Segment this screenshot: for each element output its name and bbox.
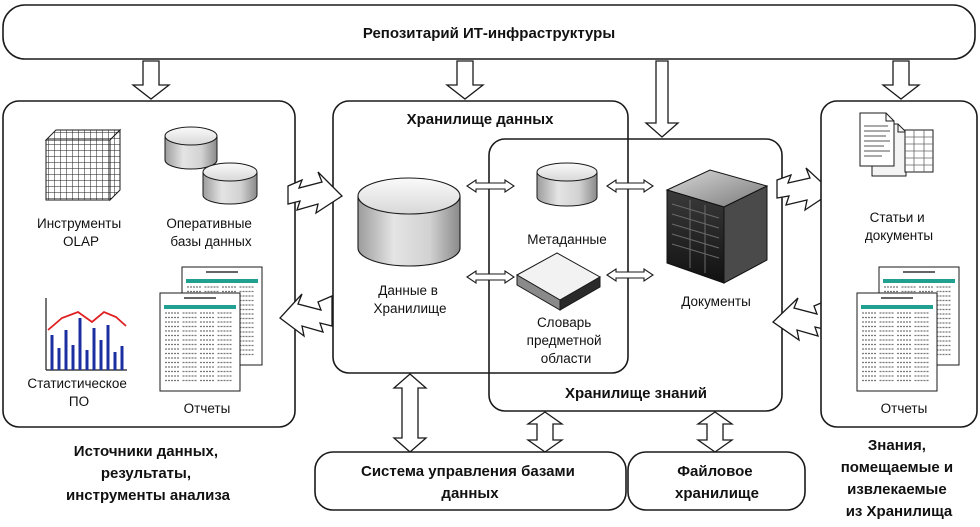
documents-label: Документы xyxy=(681,294,751,309)
knowledge-title: Хранилище знаний xyxy=(565,385,707,402)
metadata-label: Метаданные xyxy=(527,232,607,247)
repository-down-arrows xyxy=(131,60,921,138)
operational-db-label: Оперативные базы данных xyxy=(166,216,255,249)
sources-caption: Источники данных, результаты, инструмент… xyxy=(66,443,231,504)
lightning-left-arrow-icon xyxy=(279,293,333,338)
lightning-right-arrow-icon xyxy=(287,171,344,215)
dbms-label: Система управления базами данных xyxy=(361,463,579,502)
file-storage-label: Файловое хранилище xyxy=(675,463,759,502)
down-arrow-icon xyxy=(644,60,680,138)
repository-bar: Репозитарий ИТ-инфраструктуры xyxy=(2,4,976,60)
internal-double-arrows xyxy=(466,178,654,285)
reports-icon xyxy=(856,266,960,392)
articles-icon xyxy=(859,112,934,177)
double-arrow-icon xyxy=(466,178,515,194)
repository-title: Репозитарий ИТ-инфраструктуры xyxy=(363,25,615,42)
double-arrow-icon xyxy=(606,267,654,283)
lightning-arrows-left xyxy=(279,171,344,338)
bottom-double-arrows xyxy=(392,373,735,453)
warehouse-title: Хранилище данных xyxy=(407,111,555,128)
reports-icon xyxy=(159,266,263,392)
vertical-double-arrow-icon xyxy=(525,411,565,453)
knowledge-out-reports-label: Отчеты xyxy=(881,401,928,416)
dictionary-label: Словарь предметной области xyxy=(527,315,606,366)
file-storage-box xyxy=(627,451,806,511)
server-icon xyxy=(665,169,769,284)
metadata-icon xyxy=(536,162,598,207)
down-arrow-icon xyxy=(881,60,921,100)
dbms-box xyxy=(314,451,627,511)
olap-label: Инструменты OLAP xyxy=(37,216,125,249)
double-arrow-icon xyxy=(466,269,515,285)
lightning-arrows-right xyxy=(771,167,834,342)
down-arrow-icon xyxy=(445,60,485,100)
down-arrow-icon xyxy=(131,60,171,100)
lightning-right-arrow-icon xyxy=(776,167,834,212)
operational-db-icon xyxy=(164,126,258,205)
warehouse-data-label: Данные в Хранилище xyxy=(374,283,447,316)
lightning-left-arrow-icon xyxy=(771,297,829,342)
warehouse-data-icon xyxy=(357,177,461,267)
vertical-double-arrow-icon xyxy=(695,411,735,453)
stats-label: Статистическое ПО xyxy=(27,376,130,409)
dictionary-icon xyxy=(515,252,602,311)
olap-cube-icon xyxy=(44,128,122,202)
articles-label: Статьи и документы xyxy=(865,210,933,243)
double-arrow-icon xyxy=(606,178,654,194)
statistics-chart-icon xyxy=(45,298,127,371)
sources-reports-label: Отчеты xyxy=(184,401,231,416)
vertical-double-arrow-icon xyxy=(392,373,428,453)
knowledge-out-caption: Знания, помещаемые и извлекаемые из Хран… xyxy=(841,437,958,520)
